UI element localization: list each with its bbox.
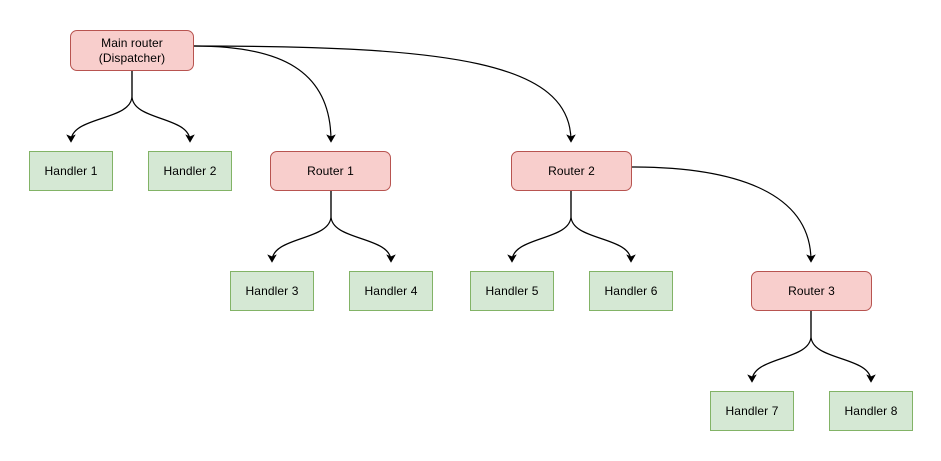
node-handler-5[interactable]: Handler 5 — [470, 271, 554, 311]
node-router-2[interactable]: Router 2 — [511, 151, 632, 191]
edge-router-1-to-handler-3[interactable] — [267, 190, 332, 263]
edge-router-3-to-handler-8[interactable] — [810, 310, 876, 383]
node-label-handler-7: Handler 7 — [725, 403, 779, 418]
node-label-router-2: Router 2 — [548, 163, 595, 178]
node-label-handler-4: Handler 4 — [364, 283, 418, 298]
node-label-handler-8: Handler 8 — [844, 403, 898, 418]
edge-router-2-to-handler-5[interactable] — [507, 190, 572, 263]
node-handler-6[interactable]: Handler 6 — [589, 271, 673, 311]
edge-router-3-to-handler-7[interactable] — [747, 310, 812, 383]
edge-main-to-handler-1[interactable] — [66, 70, 133, 143]
edge-router-1-to-handler-4[interactable] — [330, 190, 396, 263]
node-label-handler-5: Handler 5 — [485, 283, 539, 298]
edge-main-to-router-1[interactable] — [193, 45, 336, 143]
node-main-router[interactable]: Main router (Dispatcher) — [70, 30, 194, 71]
node-handler-1[interactable]: Handler 1 — [29, 151, 113, 191]
node-handler-3[interactable]: Handler 3 — [230, 271, 314, 311]
node-label-router-3: Router 3 — [788, 283, 835, 298]
node-handler-4[interactable]: Handler 4 — [349, 271, 433, 311]
edge-main-to-router-2[interactable] — [193, 45, 576, 143]
node-label-handler-6: Handler 6 — [604, 283, 658, 298]
node-label-handler-2: Handler 2 — [163, 163, 217, 178]
node-label-handler-3: Handler 3 — [245, 283, 299, 298]
node-handler-2[interactable]: Handler 2 — [148, 151, 232, 191]
edge-router-2-to-router-3[interactable] — [631, 166, 816, 263]
edge-router-2-to-handler-6[interactable] — [570, 190, 636, 263]
node-router-3[interactable]: Router 3 — [751, 271, 872, 311]
edge-group — [66, 45, 876, 383]
edge-main-to-handler-2[interactable] — [131, 70, 195, 143]
node-label-handler-1: Handler 1 — [44, 163, 98, 178]
node-label-main-router: Main router (Dispatcher) — [98, 35, 166, 65]
node-handler-8[interactable]: Handler 8 — [829, 391, 913, 431]
node-handler-7[interactable]: Handler 7 — [710, 391, 794, 431]
node-router-1[interactable]: Router 1 — [270, 151, 391, 191]
node-label-router-1: Router 1 — [307, 163, 354, 178]
